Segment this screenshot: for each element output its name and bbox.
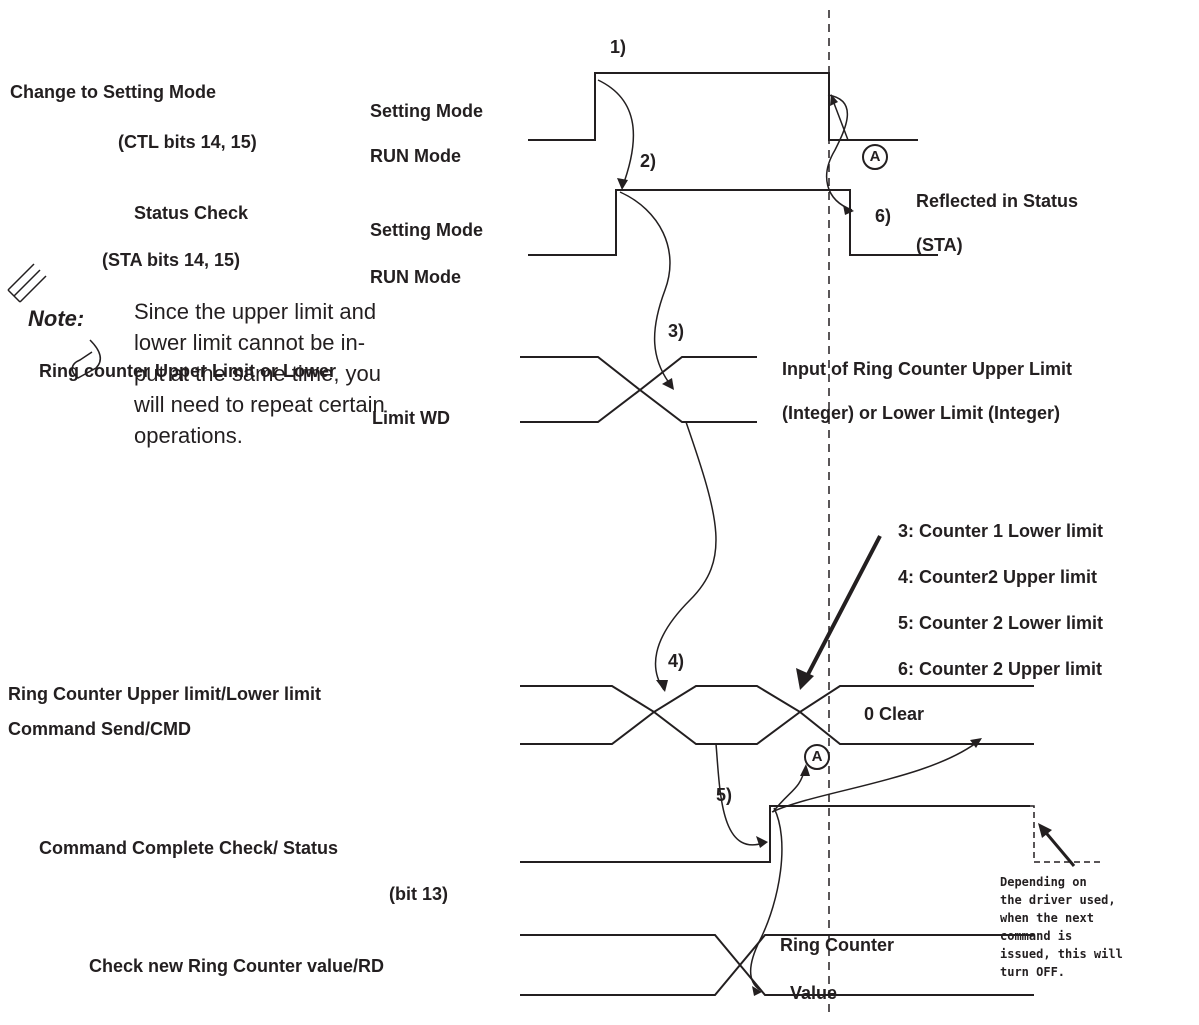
level-run-mode-2: RUN Mode [370, 267, 461, 287]
annotation-input-2: (Integer) or Lower Limit (Integer) [782, 403, 1061, 423]
annotation-zero-clear: 0 Clear [864, 704, 925, 724]
flow-arrow-a-top [831, 97, 849, 141]
command-5: 5: Counter 2 Lower limit [898, 613, 1104, 633]
annotation-value: Value [790, 983, 838, 1003]
arrowhead-a-bottom [800, 764, 810, 776]
flow-arrow-6-reflect [825, 94, 853, 211]
marker-a-bottom: A [804, 744, 830, 770]
annotation-reflected: Reflected in Status [916, 191, 1079, 211]
arrowhead-4-5 [756, 836, 768, 848]
waveform-cmd [520, 685, 1034, 745]
label-cmd-complete-2: (bit 13) [389, 884, 449, 904]
flow-arrow-2-3 [619, 191, 674, 389]
footnote: Depending on the driver used, when the n… [1000, 873, 1190, 981]
arrowhead-footnote [1038, 823, 1052, 838]
footnote-line: Depending on [1000, 875, 1087, 889]
flow-arrow-1-2 [597, 79, 635, 189]
step-6: 6) [875, 206, 892, 226]
label-change-mode: Change to Setting Mode [10, 82, 216, 102]
waveform-limit-wd [520, 356, 757, 423]
note-text: Since the upper limit and lower limit ca… [134, 296, 464, 451]
waveform-dashed-off [1030, 805, 1100, 863]
label-check-new: Check new Ring Counter value/RD [89, 956, 385, 976]
footnote-line: issued, this will [1000, 947, 1123, 961]
note-line: lower limit cannot be in- [134, 330, 366, 355]
flow-arrow-3-4 [654, 421, 717, 691]
command-3: 3: Counter 1 Lower limit [898, 521, 1104, 541]
annotation-sta: (STA) [916, 235, 963, 255]
level-run-mode-1: RUN Mode [370, 146, 461, 166]
label-cmd-complete-1: Command Complete Check/ Status [39, 838, 339, 858]
step-1: 1) [610, 37, 627, 57]
label-ring-cmd-1: Ring Counter Upper limit/Lower limit [8, 684, 322, 704]
note-line: operations. [134, 423, 243, 448]
note-hand-icon [7, 263, 101, 379]
command-4: 4: Counter2 Upper limit [898, 567, 1098, 587]
footnote-line: when the next [1000, 911, 1094, 925]
arrowhead-6-reflect [843, 205, 854, 215]
label-ctl-bits: (CTL bits 14, 15) [118, 132, 257, 152]
note-line: will need to repeat certain [134, 392, 385, 417]
label-status-check: Status Check [134, 203, 249, 223]
footnote-line: command is [1000, 929, 1073, 943]
arrowhead-3-4 [656, 680, 668, 692]
step-4: 4) [668, 651, 685, 671]
label-ring-cmd-2: Command Send/CMD [8, 719, 192, 739]
waveform-rd [520, 934, 1034, 996]
flow-arrow-5-6 [749, 807, 783, 991]
step-3: 3) [668, 321, 685, 341]
arrowhead-zero-clear [970, 738, 982, 748]
arrowhead-5-6 [752, 986, 762, 996]
waveform-sta-mode [528, 189, 938, 256]
annotation-ring-counter: Ring Counter [780, 935, 894, 955]
level-setting-mode-2: Setting Mode [370, 220, 483, 240]
note-line: Since the upper limit and [134, 299, 377, 324]
label-ring-limit-1: Ring counter Upper Limit or Lower [39, 361, 337, 381]
arrowhead-command-pointer [796, 668, 814, 690]
label-ring-limit-2: Limit WD [372, 408, 450, 428]
footnote-line: the driver used, [1000, 893, 1116, 907]
step-2: 2) [640, 151, 657, 171]
level-setting-mode-1: Setting Mode [370, 101, 483, 121]
waveform-cmd-complete [520, 805, 1030, 863]
footnote-line: turn OFF. [1000, 965, 1066, 979]
waveform-ctl-mode [528, 72, 918, 141]
command-6: 6: Counter 2 Upper limit [898, 659, 1103, 679]
flow-arrow-zero-clear [771, 739, 981, 813]
command-pointer-arrow [802, 535, 882, 683]
step-5: 5) [716, 785, 733, 805]
annotation-input-1: Input of Ring Counter Upper Limit [782, 359, 1072, 379]
footnote-pointer-arrow [1040, 827, 1076, 867]
marker-a-top: A [862, 144, 888, 170]
note-line: put at the same time, you [134, 361, 382, 386]
arrowhead-1-2 [617, 178, 628, 190]
arrowhead-a-top [830, 94, 838, 106]
flow-arrow-4-5 [715, 743, 767, 846]
arrowhead-2-3 [662, 378, 674, 390]
note-label: Note: [28, 306, 85, 331]
label-sta-bits: (STA bits 14, 15) [102, 250, 241, 270]
